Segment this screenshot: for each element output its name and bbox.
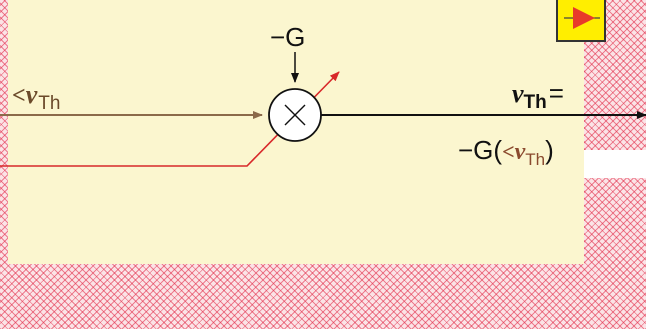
- output-label-sub: Th: [523, 92, 547, 113]
- input-label-var: v: [25, 80, 38, 109]
- expr-var: v: [514, 139, 526, 165]
- input-label-sub: Th: [38, 93, 61, 114]
- gain-label: −G: [270, 22, 306, 52]
- play-button[interactable]: [556, 0, 606, 42]
- output-strip: [584, 150, 646, 178]
- multiplier-circle-x-icon: [268, 88, 322, 142]
- expr-open: −G(: [458, 135, 503, 165]
- expr-sub: Th: [525, 150, 546, 169]
- expr-prefix: <: [502, 139, 515, 164]
- input-label-prefix: <: [12, 83, 26, 109]
- output-label-eq: =: [548, 78, 564, 108]
- expr-close: ): [545, 135, 554, 165]
- output-label-var: v: [512, 79, 524, 108]
- output-label: vTh=: [512, 78, 564, 112]
- output-expression: −G(<vTh): [458, 135, 554, 168]
- input-label: <vTh: [12, 80, 60, 114]
- play-triangle-icon: [564, 7, 600, 29]
